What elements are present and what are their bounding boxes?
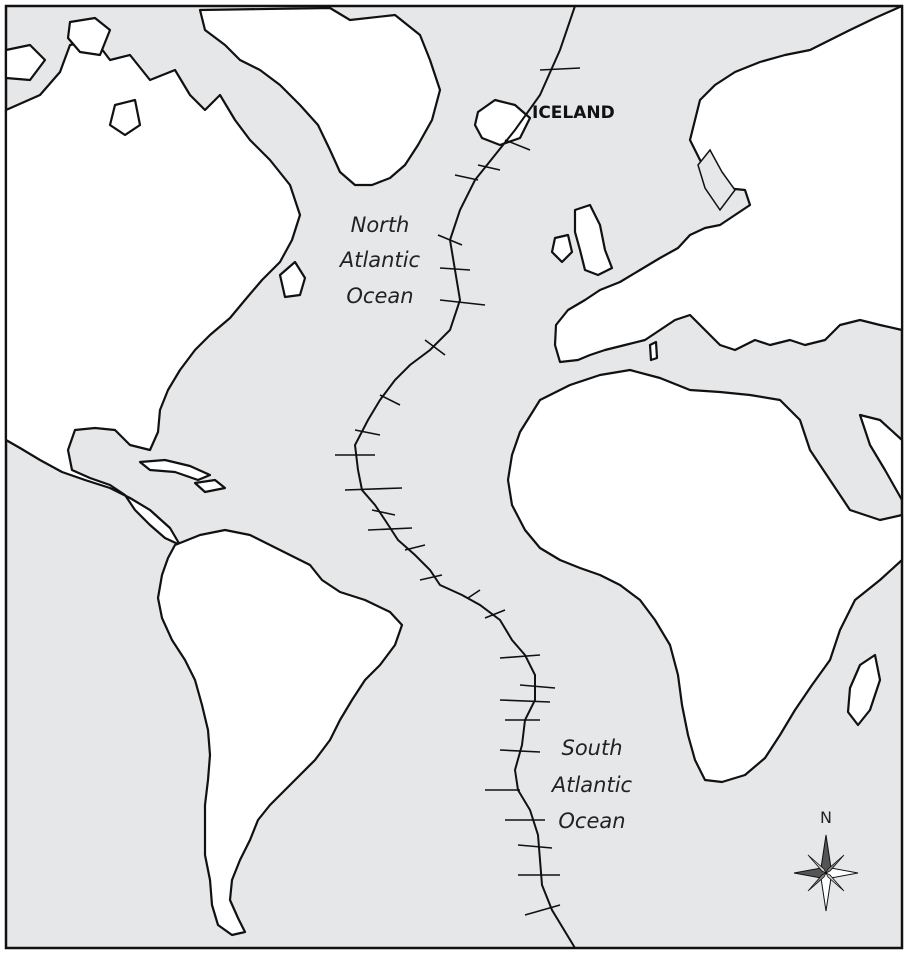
south-atlantic-line-1: South <box>561 736 622 760</box>
north-atlantic-line-3: Ocean <box>346 284 413 308</box>
mid-atlantic-ridge <box>335 5 581 949</box>
south-atlantic-label: South Atlantic Ocean <box>550 736 633 833</box>
south-atlantic-line-3: Ocean <box>558 809 625 833</box>
hispaniola <box>193 478 227 494</box>
north-america <box>4 38 302 547</box>
arctic-island-2 <box>108 98 142 137</box>
landmasses <box>4 4 904 937</box>
iceland <box>473 98 532 147</box>
compass-rose-icon <box>793 834 859 912</box>
north-atlantic-line-1: North <box>351 213 410 237</box>
iceland-label: ICELAND <box>532 103 615 123</box>
baltic-sea <box>697 148 736 212</box>
arctic-island-1 <box>66 16 112 57</box>
cuba <box>138 458 212 482</box>
arabia <box>858 413 904 502</box>
south-atlantic-line-2: Atlantic <box>550 773 633 797</box>
newfoundland <box>278 260 307 299</box>
north-atlantic-line-2: Atlantic <box>338 248 421 272</box>
compass-north-label: N <box>820 808 832 827</box>
north-atlantic-label: North Atlantic Ocean <box>338 213 421 308</box>
sardinia <box>648 340 659 362</box>
great-britain <box>573 203 614 277</box>
south-america <box>156 528 404 937</box>
ireland <box>550 233 574 264</box>
africa <box>506 368 904 784</box>
arctic-island-3 <box>4 43 47 82</box>
greenland <box>198 6 442 187</box>
madagascar <box>846 653 882 727</box>
